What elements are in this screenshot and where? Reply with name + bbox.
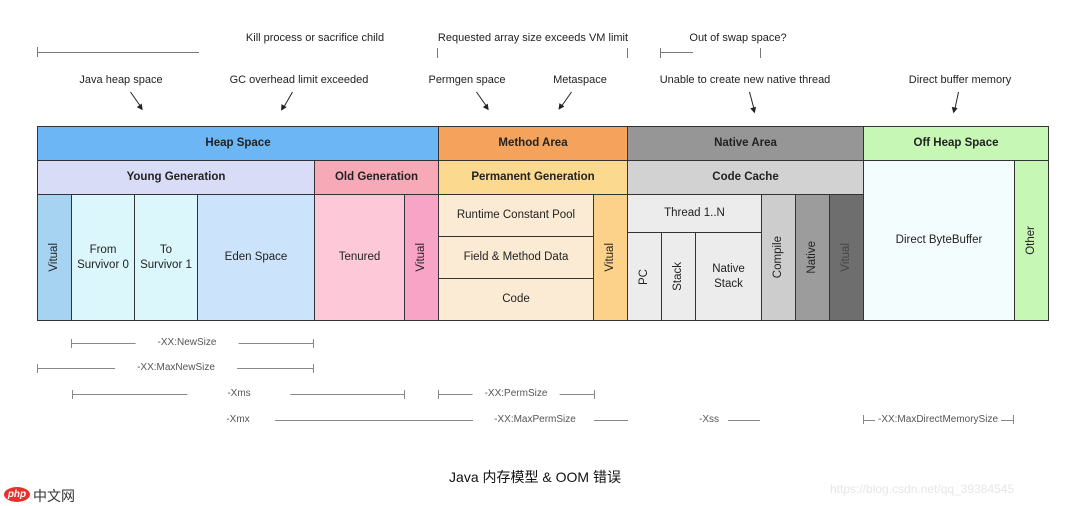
arrow-icon <box>749 91 756 112</box>
param-xms: -Xms <box>187 388 291 399</box>
runtime-constant-pool-cell: Runtime Constant Pool <box>438 194 594 237</box>
xss-range <box>728 420 760 421</box>
param-new-size: -XX:NewSize <box>135 337 239 348</box>
bracket-tick <box>437 48 438 58</box>
native-cell: Native <box>795 194 830 321</box>
error-native-thread: Unable to create new native thread <box>659 74 831 86</box>
native-label: Native <box>806 241 819 274</box>
pc-cell: PC <box>627 232 662 321</box>
range-tick <box>594 390 595 399</box>
to-survivor-cell: To Survivor 1 <box>134 194 198 321</box>
permanent-generation: Permanent Generation <box>438 160 628 195</box>
error-requested-array-size: Requested array size exceeds VM limit <box>437 32 629 44</box>
param-perm-size: -XX:PermSize <box>472 388 560 399</box>
young-virtual-cell: Vitual <box>37 194 72 321</box>
param-max-new-size: -XX:MaxNewSize <box>115 362 237 373</box>
from-survivor-cell: From Survivor 0 <box>71 194 135 321</box>
old-virtual-cell: Vitual <box>404 194 439 321</box>
direct-bytebuffer-cell: Direct ByteBuffer <box>863 160 1015 321</box>
php-logo: php <box>4 487 30 502</box>
thread-cell: Thread 1..N <box>627 194 762 233</box>
error-out-of-swap: Out of swap space? <box>689 32 787 44</box>
max-perm-size-range <box>594 420 628 421</box>
param-xss: -Xss <box>695 414 723 425</box>
eden-space-cell: Eden Space <box>197 194 315 321</box>
error-kill-process: Kill process or sacrifice child <box>245 32 385 44</box>
bracket-line <box>37 52 199 53</box>
stack-cell: Stack <box>661 232 696 321</box>
error-direct-buffer: Direct buffer memory <box>908 74 1012 86</box>
bracket-tick <box>660 48 661 58</box>
error-gc-overhead: GC overhead limit exceeded <box>229 74 369 86</box>
heap-space-area: Heap Space <box>37 126 439 161</box>
code-cell: Code <box>438 278 594 321</box>
range-tick <box>863 415 864 424</box>
pc-label: PC <box>638 268 651 285</box>
old-generation: Old Generation <box>314 160 439 195</box>
error-permgen-space: Permgen space <box>428 74 506 86</box>
compile-label: Compile <box>772 236 785 279</box>
perm-virtual-cell: Vitual <box>593 194 628 321</box>
field-method-data-cell: Field & Method Data <box>438 236 594 279</box>
bracket-tick <box>760 48 761 58</box>
young-virtual-label: Vitual <box>48 243 61 272</box>
param-xmx: -Xmx <box>222 414 254 425</box>
error-metaspace: Metaspace <box>553 74 607 86</box>
php-site-name: 中文网 <box>33 488 75 504</box>
other-label: Other <box>1025 226 1038 255</box>
max-perm-size-range <box>430 420 472 421</box>
range-tick <box>404 390 405 399</box>
native-stack-cell: Native Stack <box>695 232 762 321</box>
old-virtual-label: Vitual <box>415 243 428 272</box>
arrow-icon <box>953 91 959 112</box>
method-area: Method Area <box>438 126 628 161</box>
perm-virtual-label: Vitual <box>604 243 617 272</box>
native-virtual-label: Vitual <box>840 243 853 272</box>
young-generation: Young Generation <box>37 160 315 195</box>
arrow-icon <box>282 91 293 110</box>
native-area: Native Area <box>627 126 864 161</box>
bracket-tick <box>627 48 628 58</box>
param-max-direct-memory-size: -XX:MaxDirectMemorySize <box>874 414 1002 425</box>
range-tick <box>313 339 314 348</box>
arrow-icon <box>559 91 572 109</box>
diagram-caption: Java 内存模型 & OOM 错误 <box>449 469 621 485</box>
url-watermark: https://blog.csdn.net/qq_39384545 <box>830 482 1015 496</box>
native-virtual-cell: Vitual <box>829 194 864 321</box>
tenured-cell: Tenured <box>314 194 405 321</box>
arrow-icon <box>476 91 489 109</box>
bracket-line <box>660 52 693 53</box>
compile-cell: Compile <box>761 194 796 321</box>
code-cache: Code Cache <box>627 160 864 195</box>
param-max-perm-size: -XX:MaxPermSize <box>484 414 586 425</box>
range-tick <box>1013 415 1014 424</box>
php-logo-text: php <box>7 489 27 500</box>
range-tick <box>313 364 314 373</box>
error-java-heap-space: Java heap space <box>79 74 163 86</box>
other-cell: Other <box>1014 160 1049 321</box>
stack-label: Stack <box>672 262 685 291</box>
off-heap-space-area: Off Heap Space <box>863 126 1049 161</box>
arrow-icon <box>130 91 143 109</box>
xmx-range <box>275 420 473 421</box>
